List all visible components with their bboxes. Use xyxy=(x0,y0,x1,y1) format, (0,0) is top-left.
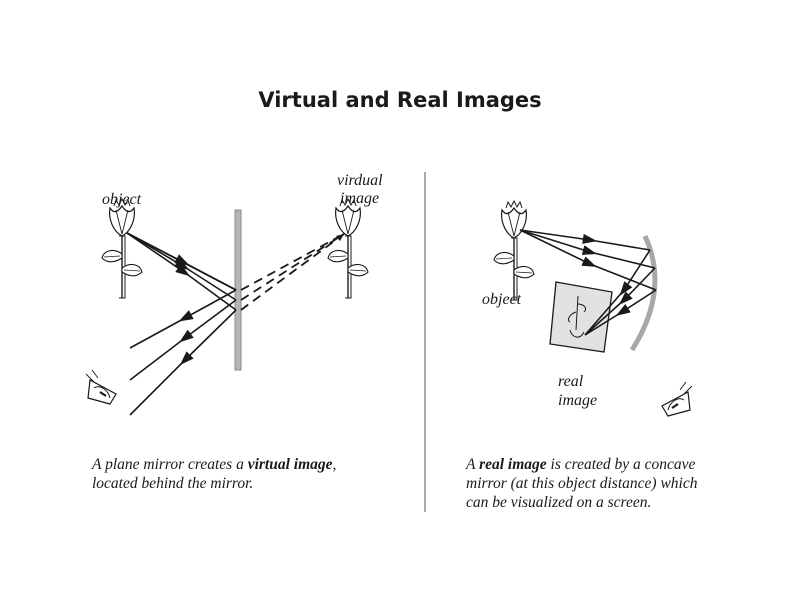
left-caption-bold: virtual image xyxy=(247,456,333,473)
left-eye-icon xyxy=(84,368,118,406)
left-panel: object virdual image xyxy=(84,172,383,416)
screen xyxy=(549,281,613,353)
right-caption: A real image is created by a concave mir… xyxy=(466,455,756,512)
virtual-image-label-line1: virdual xyxy=(337,172,383,189)
right-caption-bold: real image xyxy=(479,456,547,473)
concave-incident-rays xyxy=(519,229,657,291)
virtual-image-point xyxy=(336,234,344,241)
left-caption-pre: A plane mirror creates a xyxy=(92,456,248,473)
right-object-label: object xyxy=(482,291,522,308)
left-caption-line2: located behind the mirror. xyxy=(92,475,254,492)
concave-reflected-rays xyxy=(584,249,657,336)
left-object-flower-icon xyxy=(101,198,143,299)
right-caption-line2: mirror (at this object distance) which xyxy=(466,475,698,492)
real-image-inverted-flower-icon xyxy=(567,295,587,338)
right-caption-line3: can be visualized on a screen. xyxy=(466,494,652,511)
left-caption-post: , xyxy=(332,456,337,473)
right-panel: object real image xyxy=(482,200,694,418)
left-caption: A plane mirror creates a virtual image, … xyxy=(92,455,392,493)
right-caption-pre: A xyxy=(466,456,480,473)
incident-rays xyxy=(126,232,237,311)
right-object-flower-icon xyxy=(493,200,535,301)
reflected-rays xyxy=(129,289,237,416)
page-title: Virtual and Real Images xyxy=(258,88,542,112)
real-image-label-line1: real xyxy=(558,373,584,390)
virtual-image-label-line2: image xyxy=(340,190,379,207)
real-image-label-line2: image xyxy=(558,392,597,409)
virtual-ray-extensions xyxy=(240,233,345,311)
right-caption-post: is created by a concave xyxy=(546,456,696,473)
virtual-image-flower-icon xyxy=(327,198,369,299)
right-eye-icon xyxy=(660,380,694,418)
